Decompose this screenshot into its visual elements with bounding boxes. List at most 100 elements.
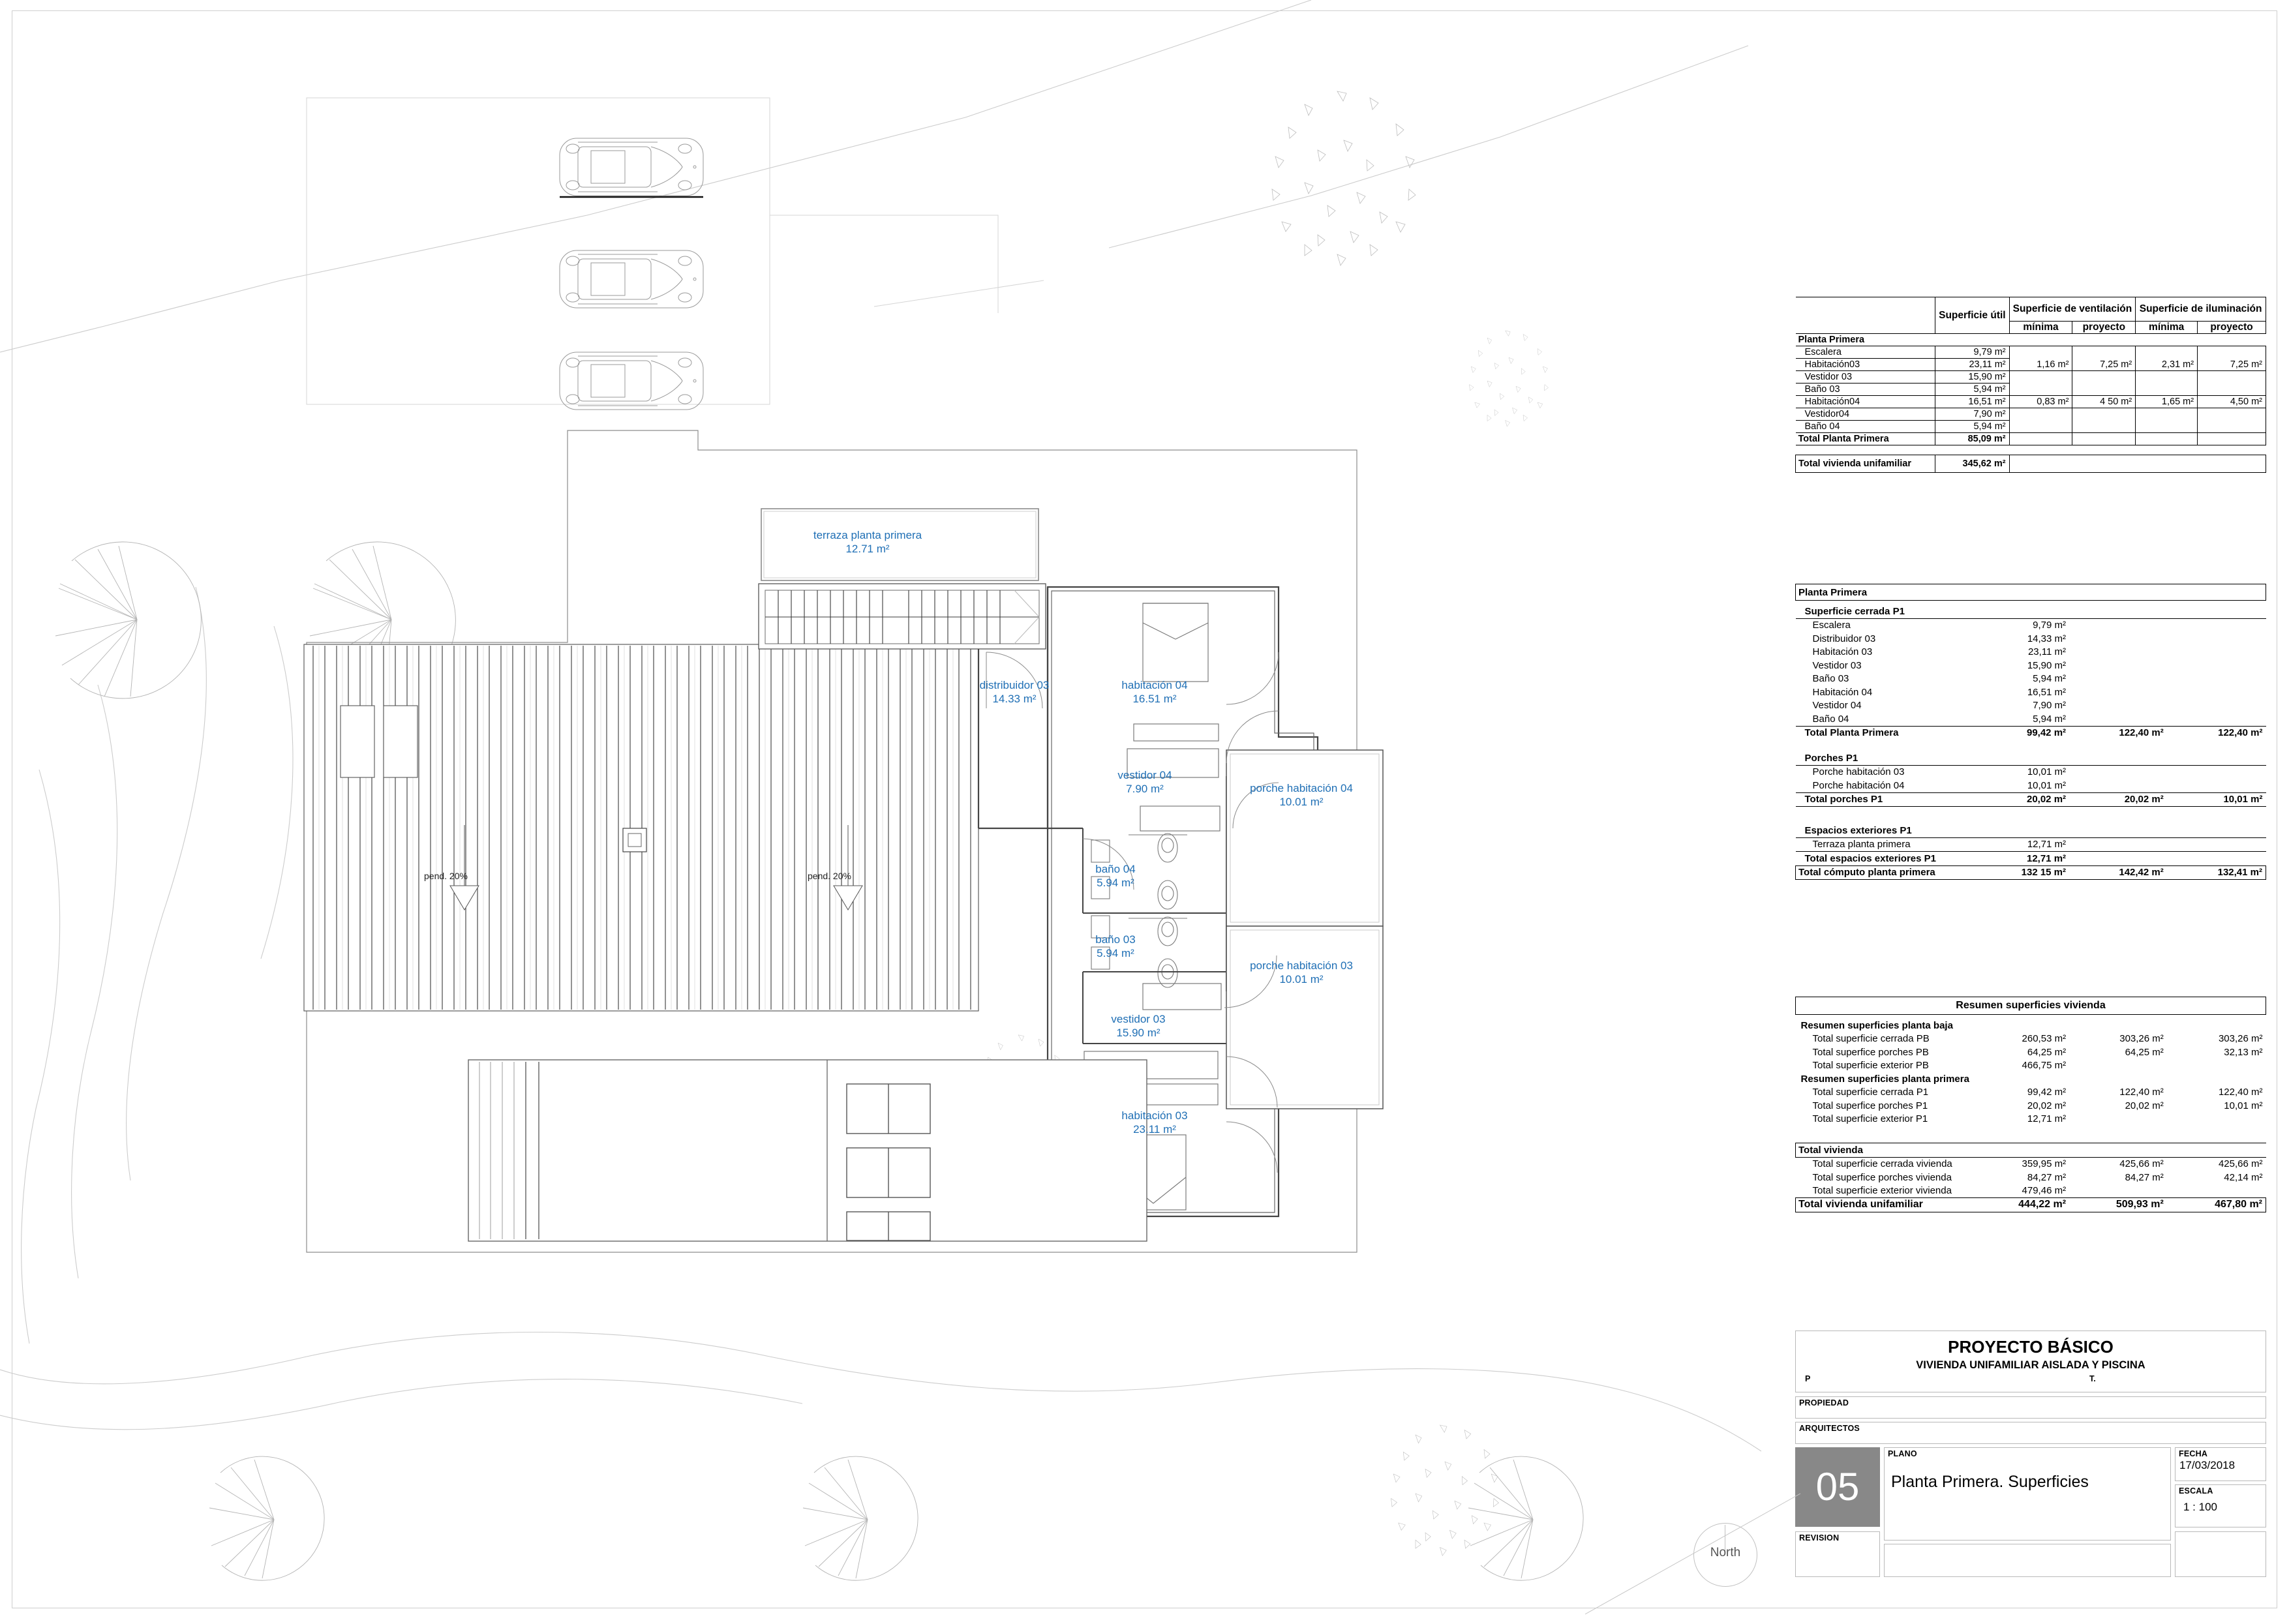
fecha-value: 17/03/2018	[2179, 1459, 2236, 1471]
group-title-p1: Resumen superficies planta primera	[1800, 1073, 1969, 1085]
revision-label: REVISION	[1799, 1533, 1840, 1542]
fecha-cell: FECHA 17/03/2018	[2175, 1447, 2266, 1481]
summary-caption-row: Resumen superficies vivienda	[1795, 997, 2266, 1015]
site-plan-drawing	[0, 0, 1761, 1581]
table-ventilation-illumination: Superficie útil Superficie de ventilació…	[1795, 297, 2267, 473]
subheader-vent-proyecto: proyecto	[2072, 321, 2136, 334]
project-t-label: T.	[2089, 1374, 2096, 1383]
propiedad-label: PROPIEDAD	[1799, 1398, 1849, 1407]
table-spacer-row	[1796, 807, 2266, 824]
table-total-row: Total Planta Primera 85,09 m²	[1795, 432, 2266, 445]
table-resumen-superficies-vivienda: Resumen superficies vivienda Resumen sup…	[1795, 997, 2266, 1212]
table-row: Baño 04 5,94 m²	[1795, 420, 2266, 433]
table-spacer-row	[1796, 445, 2266, 455]
subheader-vent-minima: mínima	[2009, 321, 2073, 334]
revision-notes-cell	[1884, 1544, 2171, 1577]
escala-value: 1 : 100	[2183, 1501, 2217, 1513]
plano-name: Planta Primera. Superficies	[1891, 1473, 2089, 1491]
group-title-pb: Resumen superficies planta baja	[1800, 1019, 1953, 1031]
roof-slope-label-right: pend. 20%	[808, 871, 851, 881]
table-title-row: Planta Primera	[1795, 584, 2266, 601]
project-title: PROYECTO BÁSICO	[1948, 1337, 2114, 1357]
table-row: Escalera 9,79 m²	[1795, 346, 2266, 359]
fecha-label: FECHA	[2179, 1449, 2208, 1458]
project-subtitle: VIVIENDA UNIFAMILIAR AISLADA Y PISCINA	[1916, 1359, 2145, 1371]
header-superficie-ventilacion: Superficie de ventilación	[2009, 297, 2136, 322]
north-label: North	[1710, 1546, 1741, 1559]
revision-cell: REVISION	[1795, 1531, 1880, 1577]
propiedad-cell: PROPIEDAD	[1795, 1396, 2266, 1419]
header-superficie-util: Superficie útil	[1935, 297, 2010, 334]
escala-cell: ESCALA 1 : 100	[2175, 1484, 2266, 1527]
table-spacer-row	[1796, 1126, 2266, 1143]
table-total-row: Total Planta Primera 99,42 m² 122,40 m² …	[1804, 727, 2263, 739]
table-grandtotal-row: Total vivienda unifamiliar 345,62 m²	[1795, 455, 2267, 473]
table-row: Vestidor04 7,90 m²	[1795, 408, 2266, 421]
group-title-exteriores: Espacios exteriores P1	[1795, 824, 2266, 838]
subheader-ilum-proyecto: proyecto	[2197, 321, 2266, 334]
table-total-row: Total espacios exteriores P1 12,71 m²	[1804, 852, 2067, 864]
header-superficie-iluminacion: Superficie de iluminación	[2135, 297, 2266, 322]
table-spacer-row	[1796, 740, 2266, 751]
table-row: Habitación03 23,11 m² 1,16 m² 7,25 m² 2,…	[1795, 358, 2266, 371]
sheet-border	[12, 10, 2277, 1608]
section-row-planta-primera: Planta Primera	[1795, 333, 2266, 346]
table-total-row: Total porches P1 20,02 m² 20,02 m² 10,01…	[1795, 792, 2266, 807]
project-header-cell: PROYECTO BÁSICO VIVIENDA UNIFAMILIAR AIS…	[1795, 1331, 2266, 1392]
table-grandtotal-row: Total vivienda unifamiliar 444,22 m² 509…	[1795, 1197, 2266, 1212]
arquitectos-cell: ARQUITECTOS	[1795, 1422, 2266, 1444]
plano-cell: PLANO Planta Primera. Superficies	[1884, 1447, 2171, 1541]
table-row: Baño 03 5,94 m²	[1795, 383, 2266, 396]
project-p-label: P	[1805, 1374, 1811, 1383]
plan-number-value: 05	[1815, 1465, 1860, 1509]
group-title-total-vivienda: Total vivienda	[1795, 1143, 2266, 1158]
table-subheader-row: mínima proyecto mínima proyecto	[1796, 321, 2266, 334]
group-title-porches: Porches P1	[1795, 751, 2266, 766]
group-title-cerrada: Superficie cerrada P1	[1795, 600, 2266, 619]
table-header-row: Superficie útil Superficie de ventilació…	[1795, 297, 2266, 334]
table-grandtotal-row: Total cómputo planta primera 132 15 m² 1…	[1795, 865, 2266, 880]
subheader-ilum-minima: mínima	[2135, 321, 2198, 334]
plan-number-badge: 05	[1795, 1447, 1880, 1527]
plano-label: PLANO	[1888, 1449, 1917, 1458]
north-arrow-icon: North	[1693, 1523, 1757, 1587]
table-surface-planta-primera: Planta Primera Superficie cerrada P1 Esc…	[1795, 584, 2266, 880]
north-axis-line	[1585, 1493, 1801, 1615]
roof-slope-label-left: pend. 20%	[424, 871, 468, 881]
escala-label: ESCALA	[2179, 1486, 2213, 1496]
table-row: Habitación04 16,51 m² 0,83 m² 4 50 m² 1,…	[1795, 395, 2266, 408]
table-row: Vestidor 03 15,90 m²	[1795, 370, 2266, 383]
revision-extra-cell	[2175, 1531, 2266, 1577]
arquitectos-label: ARQUITECTOS	[1799, 1424, 1860, 1433]
